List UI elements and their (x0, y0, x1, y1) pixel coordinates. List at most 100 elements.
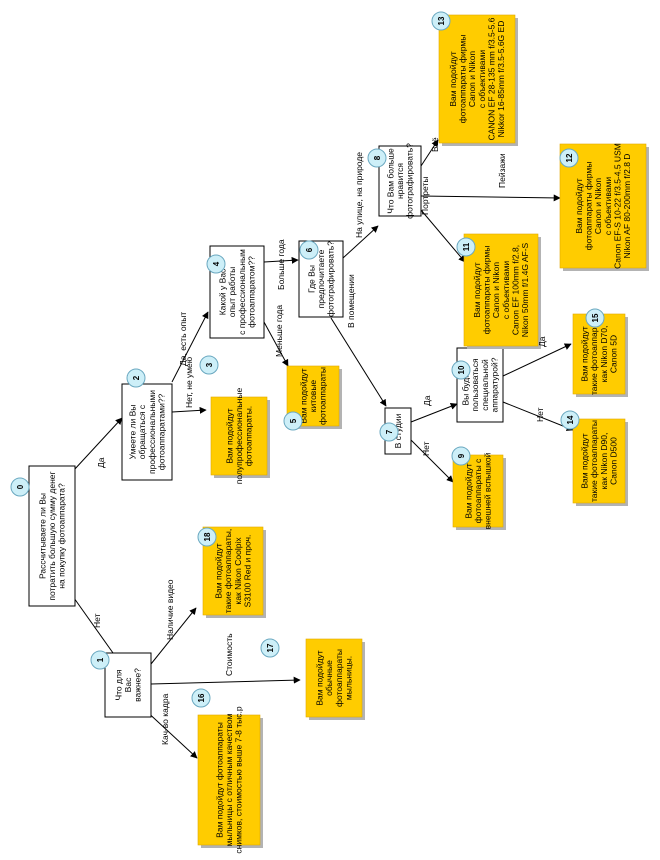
node-line: специальной (480, 359, 490, 411)
node-number-badge (431, 11, 451, 31)
node-line: Вам подойдут (580, 326, 590, 381)
edge-label-e6_7: В помещении (346, 274, 356, 328)
edge-e2_3 (171, 406, 207, 414)
node-line: фотоаппараты. (244, 406, 254, 466)
edge-e10_14 (502, 401, 574, 431)
node-number-9: 9 (457, 453, 466, 458)
question-box-10: Вы будитепользоватьсяспециальнойаппарату… (451, 347, 504, 423)
edge-label-e10_15: Да (537, 336, 547, 347)
question-box-4: Какой у Васопыт работыс профессиональным… (206, 245, 265, 339)
node-line: Какой у Вас (218, 268, 228, 315)
node-text-5: Вам подойдуткитовыефотоаппараты (298, 367, 327, 425)
node-line: Вам подойдут (224, 408, 234, 463)
node-line: Вам подойдут (315, 650, 325, 705)
node-line: Canon D500 (608, 437, 618, 485)
node-line: фотографировать? (405, 143, 415, 219)
node-line: Nikkor 16-85mm f/3.5-5.6G ED (496, 21, 506, 138)
question-box-2: Умеете ли Выобращаться спрофессиональным… (121, 368, 173, 481)
node-line: как Nikon Coolpix (233, 537, 243, 605)
node-line: Рассчитываете ли Вы (37, 493, 47, 579)
node-number-badge (90, 650, 110, 670)
edge-label-e2_4: Да, есть опыт (178, 312, 188, 366)
answer-box-3: Вам подойдутполупрофессиональныефотоаппа… (199, 355, 270, 485)
node-number-18: 18 (203, 532, 212, 541)
answer-box-rect (463, 233, 539, 347)
node-line: обращаться с (137, 404, 147, 459)
edge-label-e1_17: Стоимость (224, 633, 234, 676)
node-text-9: Вам подойдутфотоаппараты свнешней вспышк… (463, 452, 492, 529)
node-line: Nikon AF 80-200mm f/2.8 D (622, 154, 632, 259)
node-line: с объективами (501, 261, 511, 319)
node-line: как Nikon D90, (599, 433, 609, 490)
node-line: Nikon 50mm f/1.4G AF-S (520, 242, 530, 337)
node-line: Вам подойдут (298, 368, 308, 423)
answer-box-rect (572, 313, 626, 395)
node-number-3: 3 (205, 362, 214, 367)
node-line: полупрофессиональные (234, 388, 244, 485)
answer-box-rect (438, 14, 516, 144)
node-text-14: Вам подойдуттакие фотоаппаратыкак Nikon … (580, 420, 619, 502)
node-number-13: 13 (437, 16, 446, 25)
question-box-8: Что Вам большенравитсяфотографировать?8 (367, 143, 422, 219)
node-line: Canon 5D (608, 335, 618, 373)
edge-e1_17 (150, 676, 301, 685)
node-line: Canon EF 100mm f/2.8, (510, 245, 520, 335)
node-line: фотоаппараты (334, 649, 344, 707)
node-line: фотоаппараты с (473, 458, 483, 523)
node-line: такие фотоаппараты, (223, 529, 233, 613)
edge-label-e7_10: Да (422, 395, 432, 406)
edge-label-e4_6: Больше года (276, 239, 286, 290)
edge-label-e1_18: Наличие видео (165, 579, 175, 640)
edge-e7_10 (410, 403, 458, 423)
node-line: мыльницы. (343, 656, 353, 700)
edges-layer (73, 139, 574, 759)
answer-box-12: Вам подойдутфотоаппараты фирмыCanon и Ni… (559, 143, 649, 271)
node-number-5: 5 (289, 418, 298, 423)
node-line: Вам подойдут (463, 463, 473, 518)
node-text-10: Вы будитепользоватьсяспециальнойаппарату… (461, 357, 500, 412)
node-text-8: Что Вам большенравитсяфотографировать? (385, 143, 414, 219)
answer-box-17: Вам подойдутобычныефотоаппаратымыльницы.… (260, 638, 365, 720)
node-number-6: 6 (305, 247, 314, 252)
node-line: Canon и Nikon (593, 178, 603, 235)
node-line: фотографировать? (326, 241, 336, 317)
node-number-0: 0 (16, 484, 25, 489)
node-line: Canon и Nikon (467, 51, 477, 108)
node-number-11: 11 (462, 242, 471, 251)
node-number-7: 7 (385, 429, 394, 434)
edge-label-e4_5: Меньше года (274, 305, 284, 357)
edge-e0_1 (73, 597, 119, 661)
node-line: с профессиональным (237, 249, 247, 335)
question-box-6: Где Выпредпочитаетефотографировать?6 (298, 240, 344, 318)
edge-e0_2 (73, 417, 123, 471)
answer-box-rect (197, 714, 261, 846)
node-number-15: 15 (591, 313, 600, 322)
node-line: предпочитаете (316, 249, 326, 308)
node-text-0: Рассчитываете ли Выпотратить большую сум… (37, 471, 66, 600)
edge-label-e7_9: Нет (421, 441, 431, 456)
edge-e8_11 (420, 209, 466, 263)
edge-label-e10_14: Нет (535, 407, 545, 422)
node-number-16: 16 (197, 693, 206, 702)
node-line: фотоаппараты фирмы (482, 246, 492, 335)
node-line: с объективами (603, 177, 613, 235)
edge-e6_7 (330, 317, 387, 407)
node-text-4: Какой у Васопыт работыс профессиональным… (218, 249, 257, 335)
question-box-1: Что дляВасважнее?1 (90, 650, 152, 718)
node-number-10: 10 (457, 365, 466, 374)
node-line: Что Вам больше (385, 148, 395, 214)
answer-box-11: Вам подойдутфотоаппараты фирмыCanon и Ni… (456, 233, 541, 349)
edge-e10_15 (502, 343, 572, 377)
question-box-rect (28, 465, 76, 607)
node-number-badge (451, 446, 471, 466)
node-line: мыльницы с отличным качеством (224, 713, 234, 846)
node-text-3: Вам подойдутполупрофессиональныефотоаппа… (224, 388, 253, 485)
answer-box-rect (572, 418, 626, 504)
answer-box-18: Вам подойдуттакие фотоаппараты,как Nikon… (197, 526, 266, 618)
node-text-13: Вам подойдутфотоаппараты фирмыCanon и Ni… (448, 17, 506, 140)
node-text-18: Вам подойдуттакие фотоаппараты,как Nikon… (214, 529, 253, 613)
node-line: такие фотоаппараты (589, 313, 599, 395)
node-text-6: Где Выпредпочитаетефотографировать? (306, 241, 335, 317)
